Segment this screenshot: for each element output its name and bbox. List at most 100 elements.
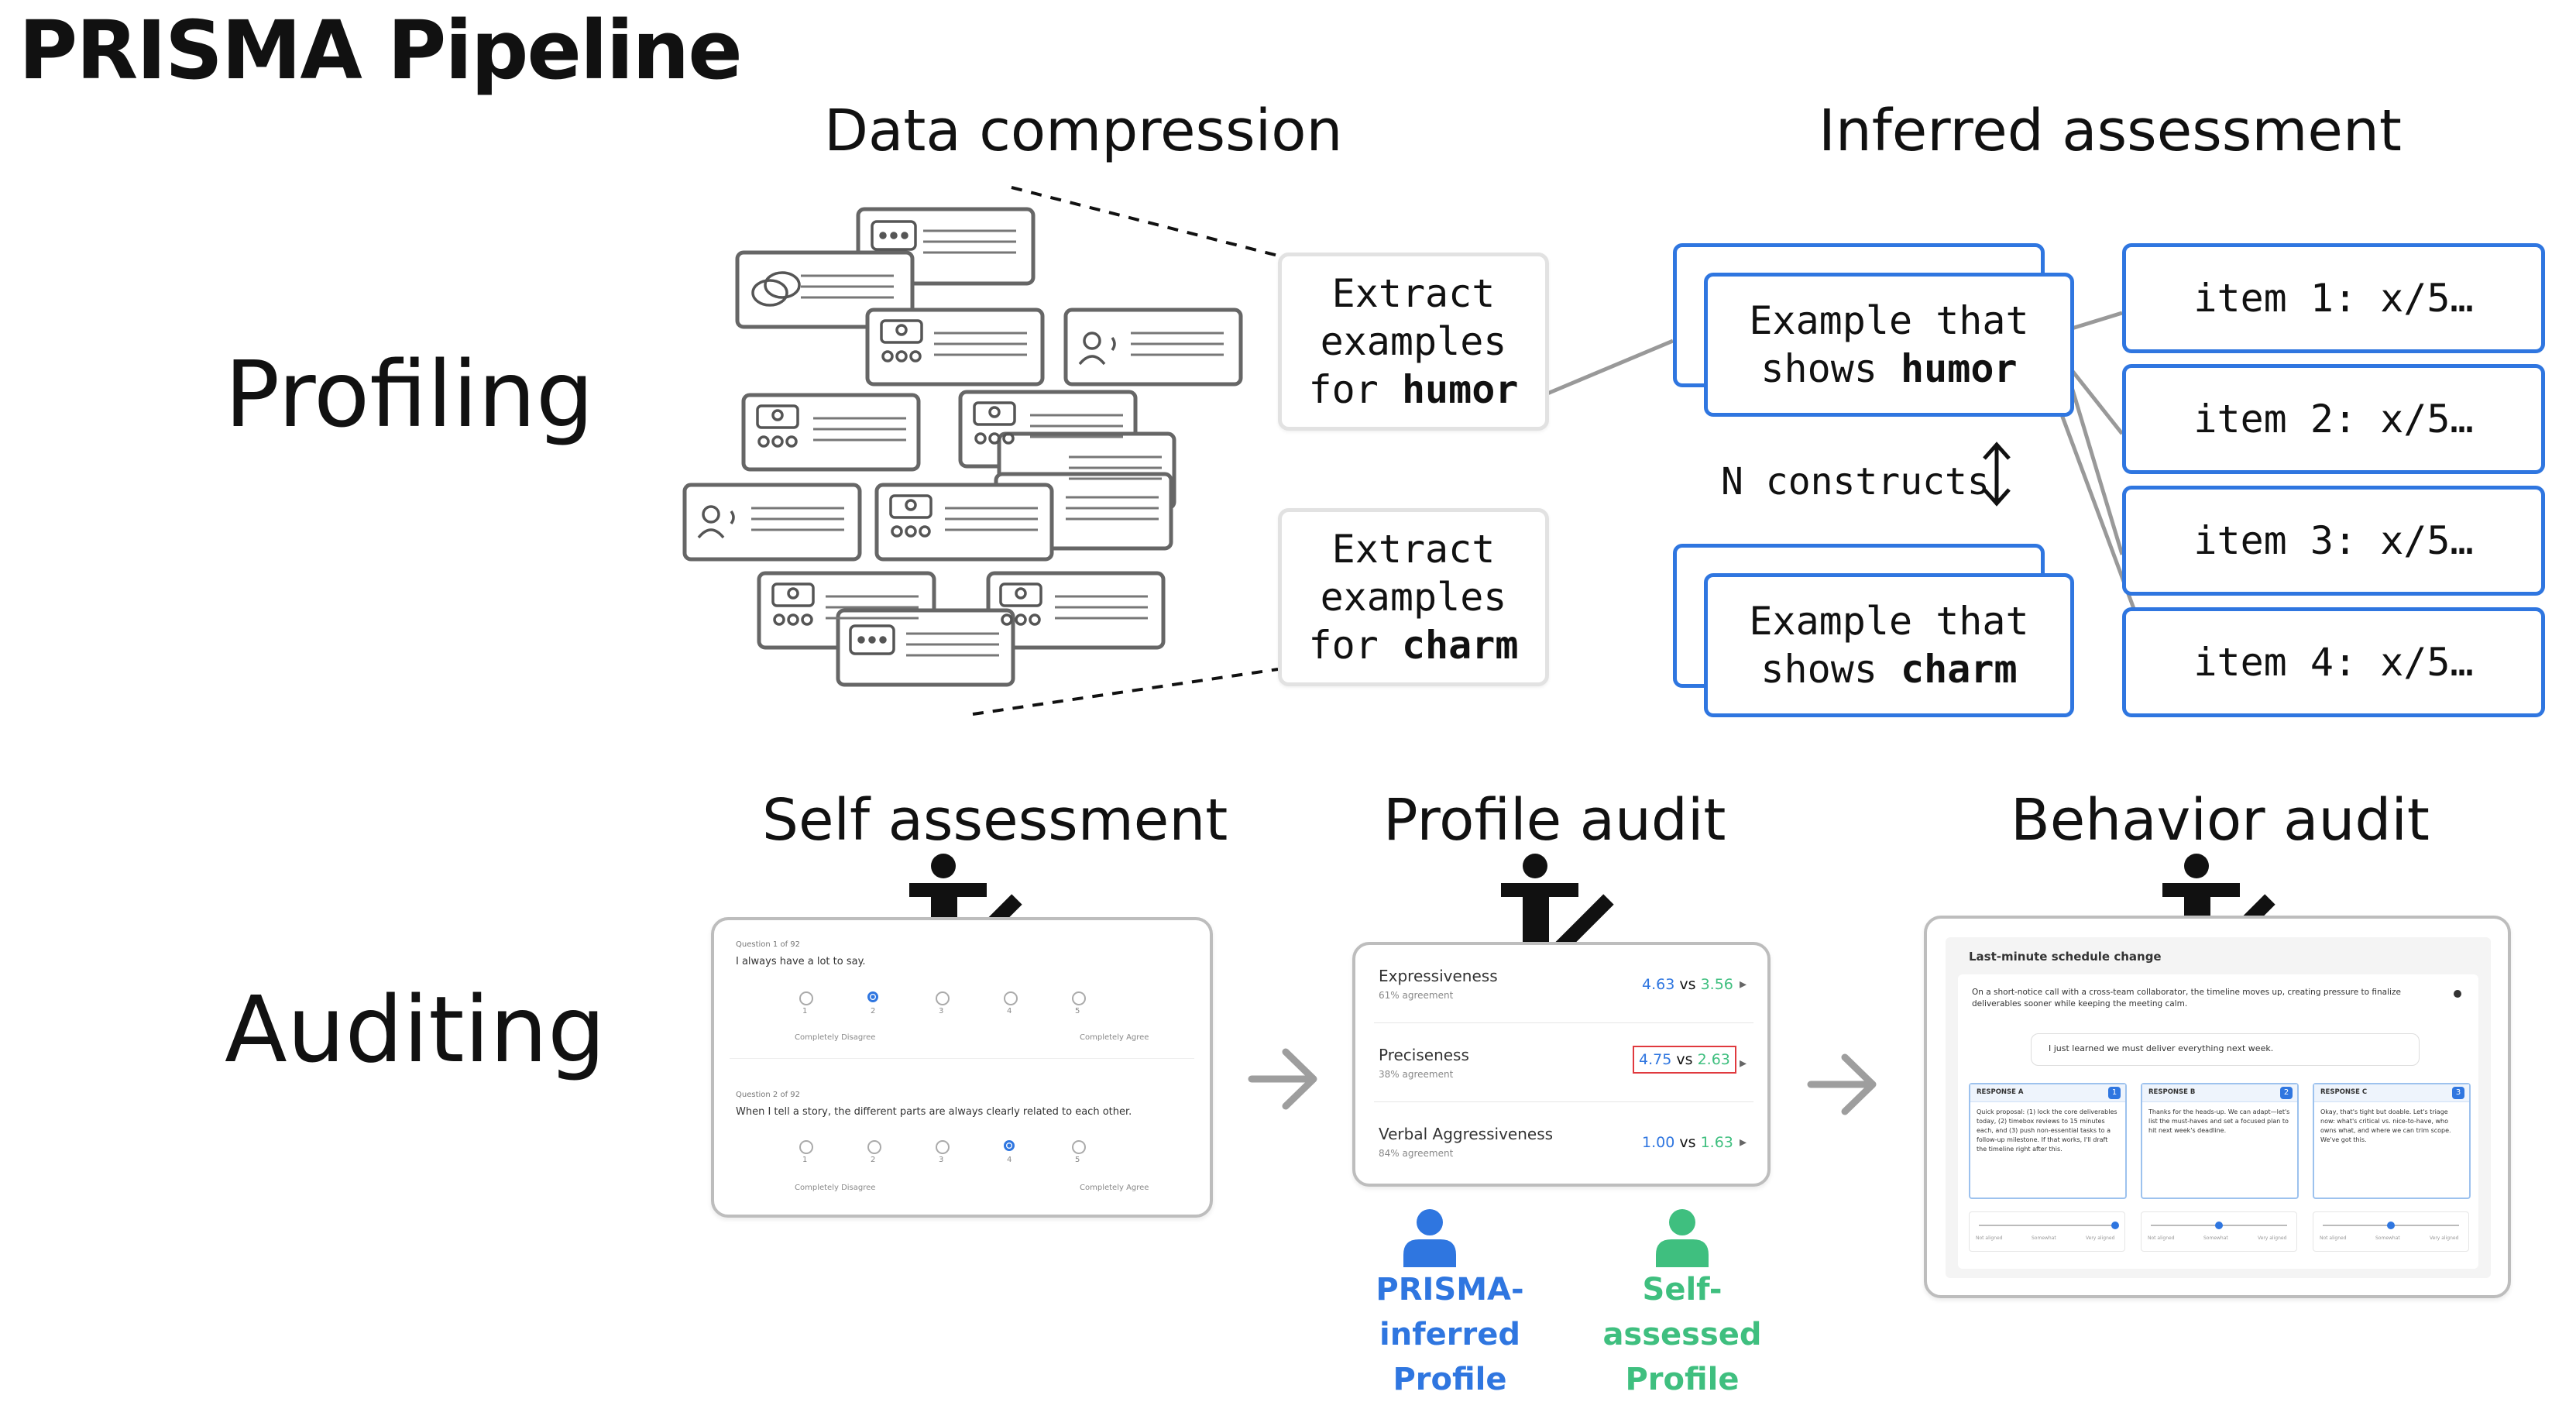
inferred-score: 1.00: [1642, 1134, 1675, 1151]
vs-text: vs: [1679, 1134, 1696, 1151]
self-score: 2.63: [1697, 1051, 1730, 1068]
n-constructs-label: N constructs: [1721, 460, 1990, 503]
expand-arrow-icon[interactable]: ▸: [1740, 1055, 1747, 1071]
extract-card-charm: Extract examples for charm: [1278, 508, 1549, 686]
question-counter: Question 2 of 92: [736, 1091, 800, 1099]
alignment-slider[interactable]: Not aligned Somewhat Very aligned: [2313, 1211, 2469, 1252]
message-text: I just learned we must deliver everythin…: [2049, 1043, 2274, 1053]
legend-self-line2: Profile: [1625, 1362, 1740, 1397]
radio-option[interactable]: [799, 1140, 813, 1154]
response-badge: 2: [2280, 1087, 2293, 1099]
radio-option[interactable]: [867, 1140, 881, 1154]
extract-mid: examples: [1320, 319, 1507, 364]
construct-row[interactable]: Expressiveness 61% agreement 4.63 vs 3.5…: [1379, 967, 1750, 1001]
radio-option[interactable]: [1072, 1140, 1086, 1154]
profile-audit-screen: Expressiveness 61% agreement 4.63 vs 3.5…: [1352, 942, 1771, 1187]
construct-charm: charm: [1401, 623, 1519, 668]
construct-row[interactable]: Verbal Aggressiveness 84% agreement 1.00…: [1379, 1125, 1750, 1159]
slider-label: Very aligned: [2430, 1235, 2459, 1241]
menu-dot-icon[interactable]: [2454, 990, 2461, 998]
example-shows: shows: [1760, 346, 1877, 391]
scale-number: 4: [1007, 1156, 1012, 1164]
page-title: PRISMA Pipeline: [19, 3, 743, 98]
slider-label: Not aligned: [2320, 1235, 2347, 1241]
divider: [1374, 1101, 1753, 1102]
item-card: item 1: x/5…: [2122, 243, 2545, 353]
left-anchor: Completely Disagree: [795, 1033, 876, 1042]
question-text: When I tell a story, the different parts…: [736, 1106, 1132, 1118]
likert-scale[interactable]: 1 2 3 4 5: [799, 991, 1140, 1022]
extract-for: for: [1308, 367, 1379, 412]
slider-label: Somewhat: [2203, 1235, 2228, 1241]
radio-option-selected[interactable]: [867, 991, 878, 1002]
item-card: item 2: x/5…: [2122, 364, 2545, 474]
legend-inferred-line2: Profile: [1393, 1362, 1507, 1397]
example-shows: shows: [1760, 647, 1877, 692]
score-compare-highlighted: 4.75 vs 2.63: [1633, 1046, 1736, 1074]
right-anchor: Completely Agree: [1080, 1184, 1149, 1192]
agreement-text: 61% agreement: [1379, 990, 1454, 1001]
alignment-slider[interactable]: Not aligned Somewhat Very aligned: [2141, 1211, 2297, 1252]
extract-label: Extract: [1331, 527, 1496, 572]
response-label: RESPONSE C: [2320, 1088, 2368, 1096]
response-card[interactable]: RESPONSE C 3 Okay, that's tight but doab…: [2313, 1083, 2471, 1199]
likert-scale[interactable]: 1 2 3 4 5: [799, 1140, 1140, 1171]
example-construct-charm: charm: [1901, 647, 2018, 692]
slider-label: Very aligned: [2258, 1235, 2287, 1241]
response-card[interactable]: RESPONSE A 1 Quick proposal: (1) lock th…: [1969, 1083, 2127, 1199]
radio-option[interactable]: [936, 991, 950, 1005]
right-anchor: Completely Agree: [1080, 1033, 1149, 1042]
scale-number: 3: [939, 1007, 944, 1015]
construct-row[interactable]: Preciseness 38% agreement 4.75 vs 2.63 ▸: [1379, 1046, 1750, 1080]
header-profile-audit: Profile audit: [1383, 787, 1726, 854]
agreement-text: 84% agreement: [1379, 1148, 1454, 1159]
radio-option[interactable]: [936, 1140, 950, 1154]
example-card-humor: Example that shows humor: [1704, 273, 2074, 417]
slider-label: Somewhat: [2375, 1235, 2400, 1241]
construct-name: Preciseness: [1379, 1046, 1469, 1064]
self-assessment-screen: Question 1 of 92 I always have a lot to …: [711, 917, 1213, 1218]
header-behavior-audit: Behavior audit: [2011, 787, 2430, 854]
vs-text: vs: [1676, 1051, 1693, 1068]
row-label-auditing: Auditing: [225, 976, 606, 1083]
radio-option-selected[interactable]: [1004, 1140, 1015, 1151]
radio-option[interactable]: [1004, 991, 1018, 1005]
left-anchor: Completely Disagree: [795, 1184, 876, 1192]
response-badge: 1: [2108, 1087, 2121, 1099]
row-label-profiling: Profiling: [225, 341, 594, 448]
legend-inferred: PRISMA-inferred Profile: [1326, 1267, 1574, 1402]
response-text: Quick proposal: (1) lock the core delive…: [1977, 1108, 2117, 1153]
slider-label: Somewhat: [2032, 1235, 2056, 1241]
expand-arrow-icon[interactable]: ▸: [1740, 1134, 1747, 1150]
expand-arrow-icon[interactable]: ▸: [1740, 976, 1747, 992]
divider: [1374, 1022, 1753, 1023]
message-bubble: I just learned we must deliver everythin…: [2031, 1033, 2420, 1066]
scale-number: 5: [1075, 1007, 1080, 1015]
vs-text: vs: [1679, 976, 1696, 993]
scenario-title: Last-minute schedule change: [1969, 950, 2162, 964]
example-line1: Example that: [1749, 599, 2029, 644]
score-compare: 4.63 vs 3.56: [1642, 976, 1733, 993]
alignment-slider[interactable]: Not aligned Somewhat Very aligned: [1969, 1211, 2125, 1252]
inferred-score: 4.63: [1642, 976, 1675, 993]
extract-mid: examples: [1320, 575, 1507, 620]
construct-name: Expressiveness: [1379, 967, 1498, 985]
slider-knob: [2215, 1222, 2223, 1229]
radio-option[interactable]: [799, 991, 813, 1005]
self-score: 1.63: [1700, 1134, 1733, 1151]
person-icon: [1403, 1209, 1456, 1267]
example-line1: Example that: [1749, 298, 2029, 343]
slider-label: Not aligned: [2148, 1235, 2175, 1241]
slider-knob: [2387, 1222, 2395, 1229]
divider: [730, 1058, 1194, 1059]
scale-number: 2: [871, 1156, 876, 1164]
example-card-charm: Example that shows charm: [1704, 573, 2074, 717]
behavior-panel: Last-minute schedule change On a short-n…: [1946, 937, 2491, 1278]
radio-option[interactable]: [1072, 991, 1086, 1005]
response-card[interactable]: RESPONSE B 2 Thanks for the heads-up. We…: [2141, 1083, 2299, 1199]
inferred-score: 4.75: [1639, 1051, 1672, 1068]
slider-label: Not aligned: [1976, 1235, 2003, 1241]
extract-label: Extract: [1331, 271, 1496, 316]
example-construct-humor: humor: [1901, 346, 2018, 391]
